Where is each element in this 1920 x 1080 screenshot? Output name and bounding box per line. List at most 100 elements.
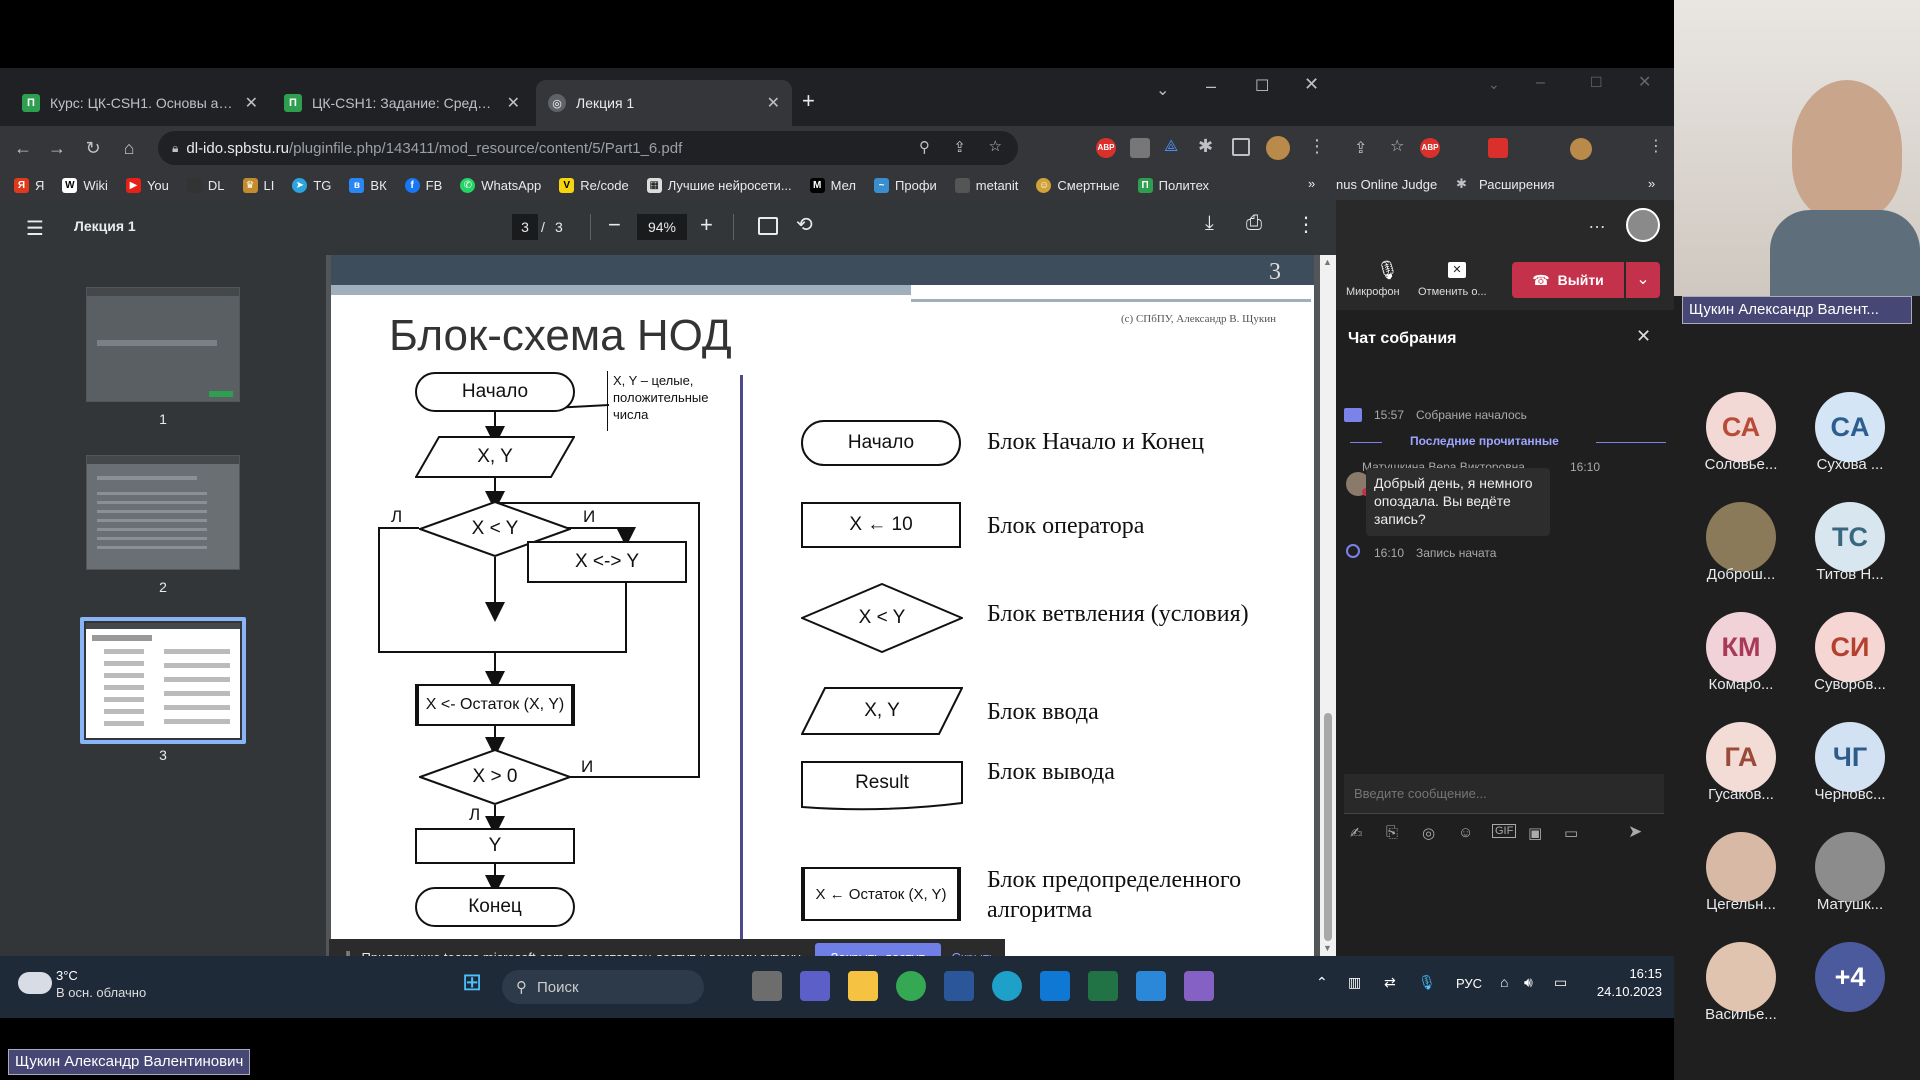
participant-avatar[interactable]: СА	[1706, 392, 1776, 462]
clock-date[interactable]: 24.10.2023	[1596, 984, 1662, 999]
participant-avatar[interactable]	[1706, 942, 1776, 1012]
tab-lecture[interactable]: ◎ Лекция 1 ✕	[536, 80, 792, 126]
bookmark-item[interactable]: metanit	[954, 177, 1018, 193]
menu-icon[interactable]: ⋮	[1308, 136, 1326, 156]
pdf-scrollbar[interactable]: ▲ ▼	[1320, 255, 1336, 956]
extension-icon[interactable]	[1130, 138, 1150, 158]
emoji-icon[interactable]: ☺	[1458, 824, 1474, 841]
tab-course[interactable]: П Курс: ЦК-CSH1. Основы алгори ✕	[10, 80, 270, 126]
extensions-link[interactable]: Расширения	[1479, 177, 1555, 192]
tray-icon[interactable]: ⇄	[1384, 974, 1396, 990]
zoom-input[interactable]: 94%	[637, 214, 687, 240]
excel-icon[interactable]	[1088, 971, 1118, 1001]
scroll-up-icon[interactable]: ▲	[1323, 257, 1332, 267]
taskview-icon[interactable]	[752, 971, 782, 1001]
bookmark-item[interactable]: ▦Лучшие нейросети...	[646, 177, 792, 193]
share-icon[interactable]: ⇪	[953, 139, 966, 156]
video-message-icon[interactable]: ▭	[1564, 825, 1579, 842]
fit-page-icon[interactable]	[758, 217, 778, 235]
page-thumbnail-1[interactable]	[86, 287, 240, 402]
gif-icon[interactable]: GIF	[1492, 824, 1517, 838]
window-close-icon[interactable]: ✕	[1638, 74, 1652, 91]
profile-avatar[interactable]	[1266, 136, 1290, 160]
self-avatar[interactable]	[1626, 208, 1660, 242]
word-icon[interactable]	[944, 971, 974, 1001]
profile-avatar[interactable]	[1570, 138, 1592, 160]
language-indicator[interactable]: РУС	[1456, 976, 1483, 991]
share-icon[interactable]: ⇪	[1354, 140, 1368, 157]
participant-avatar[interactable]: +4	[1815, 942, 1885, 1012]
leave-button[interactable]: ☎︎Выйти	[1512, 262, 1624, 298]
loop-icon[interactable]: ◎	[1422, 825, 1436, 842]
extension-icon[interactable]: ⟁	[1164, 138, 1179, 155]
tab-search-icon[interactable]: ⌄	[1488, 76, 1500, 92]
presenter-video[interactable]	[1674, 0, 1920, 296]
sticker-icon[interactable]: ▣	[1528, 825, 1543, 842]
back-icon[interactable]: ←	[14, 138, 32, 158]
bookmark-star-icon[interactable]: ☆	[1390, 138, 1405, 155]
edge-icon[interactable]	[992, 971, 1022, 1001]
notepad-icon[interactable]	[1136, 971, 1166, 1001]
participant-avatar[interactable]	[1706, 502, 1776, 572]
zoom-icon[interactable]: ⚲	[919, 139, 930, 156]
adblock-icon[interactable]: ABP	[1096, 138, 1116, 158]
minimize-icon[interactable]: –	[1536, 74, 1545, 91]
bookmark-item[interactable]: ☺Смертные	[1036, 177, 1120, 193]
mail-icon[interactable]	[1040, 971, 1070, 1001]
forward-icon[interactable]: →	[48, 138, 66, 158]
battery-icon[interactable]: ▭	[1554, 974, 1568, 990]
bookmark-item[interactable]: ➤TG	[292, 177, 331, 193]
participant-avatar[interactable]: ГА	[1706, 722, 1776, 792]
teams-icon[interactable]	[800, 971, 830, 1001]
bookmarks-overflow-icon[interactable]: »	[1308, 176, 1316, 191]
mic-tray-icon[interactable]: 🎙︎	[1418, 974, 1436, 990]
page-thumbnail-2[interactable]	[86, 455, 240, 570]
bookmark-item[interactable]: ~Профи	[874, 177, 937, 193]
tray-icon[interactable]: ▥	[1348, 974, 1362, 990]
format-icon[interactable]: ✍	[1350, 825, 1363, 842]
scroll-down-icon[interactable]: ▼	[1323, 943, 1332, 953]
tab-search-icon[interactable]: ⌄	[1156, 82, 1170, 99]
print-icon[interactable]: ⎙	[1246, 212, 1262, 234]
address-bar[interactable]: 🔒︎ dl-ido.spbstu.ru/pluginfile.php/14341…	[158, 131, 1018, 165]
taskbar-search[interactable]: ⚲Поиск	[502, 970, 704, 1004]
attach-icon[interactable]: ⎘	[1386, 824, 1399, 841]
cloud-icon[interactable]	[18, 972, 52, 994]
chrome-icon[interactable]	[896, 971, 926, 1001]
participant-avatar[interactable]	[1706, 832, 1776, 902]
send-icon[interactable]: ➤	[1628, 822, 1643, 841]
extension-icon[interactable]	[1488, 138, 1508, 158]
bookmark-item[interactable]: ▶You	[125, 177, 169, 193]
tray-chevron-icon[interactable]: ⌃	[1316, 974, 1328, 990]
bookmark-label[interactable]: nus Online Judge	[1336, 177, 1438, 192]
download-icon[interactable]: ⤓	[1205, 212, 1214, 234]
participant-avatar[interactable]: КМ	[1706, 612, 1776, 682]
adblock-icon[interactable]: ABP	[1420, 138, 1440, 158]
bookmark-star-icon[interactable]: ☆	[988, 138, 1002, 155]
sidepanel-icon[interactable]	[1232, 138, 1250, 156]
bookmarks-overflow-icon[interactable]: »	[1648, 176, 1656, 191]
clock-time[interactable]: 16:15	[1629, 966, 1662, 981]
windows-start-icon[interactable]: ⊞	[462, 969, 483, 996]
weather-temp[interactable]: 3°C	[56, 968, 78, 983]
hamburger-icon[interactable]: ☰	[26, 218, 44, 240]
chat-input[interactable]	[1344, 774, 1664, 814]
leave-options-icon[interactable]: ⌄	[1626, 262, 1660, 298]
explorer-icon[interactable]	[848, 971, 878, 1001]
zoom-out-icon[interactable]: −	[608, 212, 621, 237]
visual-studio-icon[interactable]	[1184, 971, 1214, 1001]
participant-avatar[interactable]	[1815, 832, 1885, 902]
cancel-share-icon[interactable]: ✕	[1448, 262, 1466, 278]
minimize-icon[interactable]: –	[1206, 76, 1217, 96]
page-thumbnail-3[interactable]	[86, 623, 240, 738]
page-number-input[interactable]: 3	[512, 214, 538, 240]
bookmark-item[interactable]: ♛LI	[242, 177, 274, 193]
new-tab-icon[interactable]: +	[802, 88, 815, 113]
